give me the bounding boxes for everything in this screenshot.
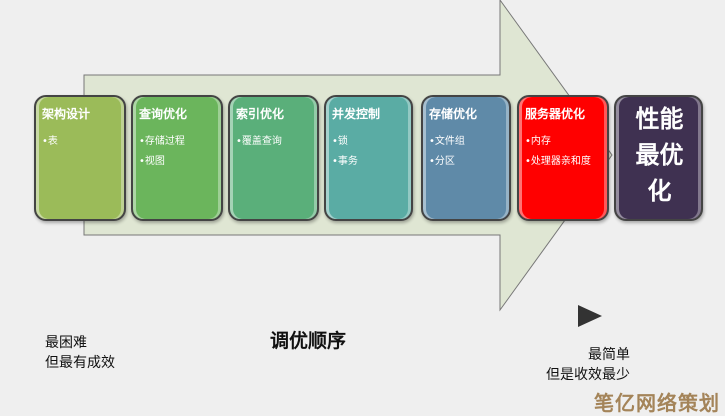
- stage-title: 索引优化: [236, 107, 285, 121]
- order-arrow-head: [578, 305, 602, 327]
- stage-storage: 存储优化 •文件组 •分区: [421, 95, 511, 221]
- right-label: 最简单但是收效最少: [546, 347, 630, 383]
- stage-title: 架构设计: [42, 107, 91, 121]
- stage-title: 服务器优化: [525, 107, 586, 121]
- stage-item: •视图: [139, 156, 165, 167]
- stage-item: •事务: [332, 156, 358, 167]
- stage-query: 查询优化 •存储过程 •视图: [131, 95, 223, 221]
- final-line: 最优: [635, 141, 684, 169]
- stage-index: 索引优化 •覆盖查询: [228, 95, 319, 221]
- stage-title: 存储优化: [429, 107, 478, 121]
- stage-item: •存储过程: [139, 136, 185, 147]
- order-title: 调优顺序: [270, 330, 347, 352]
- stage-title: 查询优化: [139, 107, 188, 121]
- stage-item: •分区: [429, 156, 455, 167]
- stage-item: •文件组: [429, 136, 465, 147]
- left-label: 最困难但最有成效: [45, 335, 115, 371]
- watermark: 笔亿网络策划: [594, 391, 720, 415]
- stage-item: •表: [42, 136, 58, 147]
- stage-item: •处理器亲和度: [525, 156, 591, 167]
- stage-item: •内存: [525, 136, 551, 147]
- stage-concurrency: 并发控制 •锁 •事务: [324, 95, 413, 221]
- stage-architecture: 架构设计 •表: [34, 95, 126, 221]
- final-line: 性能: [635, 105, 684, 133]
- stage-server: 服务器优化 •内存 •处理器亲和度: [517, 95, 609, 221]
- stage-item: •锁: [332, 136, 348, 147]
- stage-final: 性能 最优 化: [614, 95, 703, 221]
- stage-item: •覆盖查询: [236, 136, 282, 147]
- stage-title: 并发控制: [332, 107, 381, 121]
- final-line: 化: [647, 177, 672, 205]
